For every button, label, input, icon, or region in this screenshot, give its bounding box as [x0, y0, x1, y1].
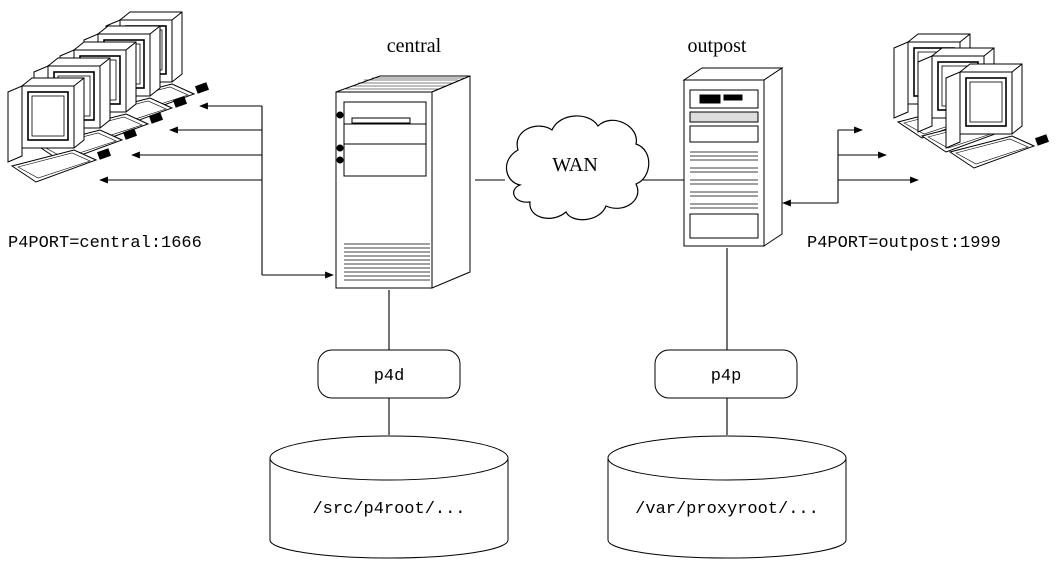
outpost-server-label: outpost	[688, 35, 747, 57]
workstation-icon	[945, 63, 1050, 169]
outpost-storage-path: /var/proxyroot/...	[635, 500, 819, 519]
right-client-group	[893, 33, 1050, 169]
cloud-icon	[506, 115, 650, 221]
p4p-process-box	[654, 349, 798, 399]
p4p-label: p4p	[711, 367, 742, 386]
outpost-storage-disk	[607, 435, 847, 559]
outpost-port-label: P4PORT=outpost:1999	[807, 234, 1001, 253]
central-port-label: P4PORT=central:1666	[8, 234, 202, 253]
left-client-group	[7, 11, 210, 183]
central-server-label: central	[387, 35, 442, 57]
connection-lines	[99, 102, 919, 435]
tower-server-icon	[335, 75, 471, 289]
central-storage-disk	[269, 435, 509, 559]
wan-label: WAN	[552, 154, 598, 176]
rack-server-icon	[682, 67, 784, 247]
central-storage-path: /src/p4root/...	[312, 500, 465, 519]
p4d-process-box	[317, 349, 461, 399]
p4d-label: p4d	[374, 367, 405, 386]
